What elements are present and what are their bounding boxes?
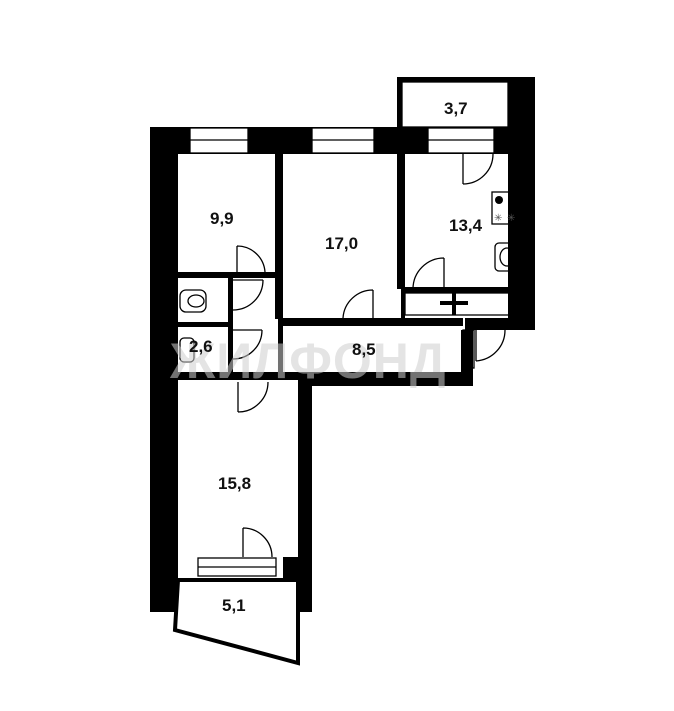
bathroom-fixtures xyxy=(179,289,207,363)
door-balcony-bottom xyxy=(242,527,273,558)
door-toilet xyxy=(232,279,264,311)
area-living-room: 17,0 xyxy=(325,234,358,253)
watermark: ЖИЛФОНД xyxy=(169,333,447,389)
windows xyxy=(189,127,495,577)
door-entrance xyxy=(475,329,506,362)
interior-walls xyxy=(178,154,519,380)
area-hallway: 8,5 xyxy=(352,340,376,359)
area-kitchen: 13,4 xyxy=(449,216,483,235)
door-room-south xyxy=(237,381,269,413)
area-room-south: 15,8 xyxy=(218,474,251,493)
area-balcony-top: 3,7 xyxy=(444,99,468,118)
room-labels: 3,7 9,9 17,0 13,4 2,6 8,5 15,8 5,1 xyxy=(189,99,483,615)
toilet xyxy=(179,289,207,313)
svg-text:✳: ✳ xyxy=(494,213,502,224)
door-living xyxy=(342,289,374,319)
door-bedroom xyxy=(236,245,266,273)
area-bedroom: 9,9 xyxy=(210,209,234,228)
svg-text:✳: ✳ xyxy=(507,213,515,224)
door-bath xyxy=(232,329,263,360)
area-bathroom: 2,6 xyxy=(189,337,213,356)
sink xyxy=(179,337,195,363)
kitchen-fixtures: ✳ ✳ xyxy=(404,191,520,316)
area-balcony-bottom: 5,1 xyxy=(222,596,246,615)
door-kitchen xyxy=(412,257,445,290)
balcony-top xyxy=(397,77,509,128)
door-balcony-top xyxy=(462,153,494,185)
balcony-bottom xyxy=(172,578,300,666)
doors xyxy=(232,153,506,558)
stove xyxy=(491,191,520,225)
kitchen-counter xyxy=(404,292,520,316)
kitchen-sink xyxy=(494,242,520,272)
